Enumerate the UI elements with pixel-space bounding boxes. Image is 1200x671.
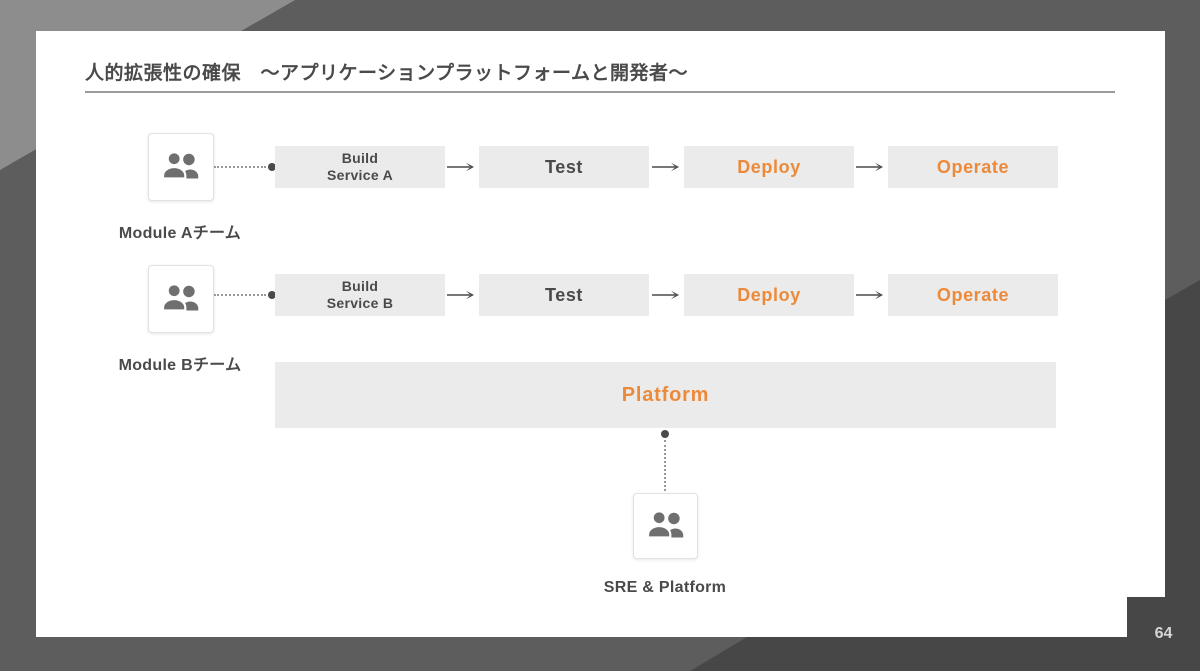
slide: 人的拡張性の確保 ～アプリケーションプラットフォームと開発者～ Build Se… [36, 31, 1165, 637]
stage-label: Service A [326, 167, 393, 183]
flow-arrow-icon [652, 290, 679, 300]
team-a-label: Module Aチーム [118, 225, 242, 242]
flow-arrow-icon [652, 162, 679, 172]
title-underline [85, 91, 1115, 93]
team-a-icon-box [148, 133, 214, 201]
stage-build-service-b: Build Service B [275, 274, 445, 316]
team-icon [646, 510, 683, 539]
dotted-connector-vertical [664, 440, 666, 491]
stage-deploy: Deploy [684, 274, 854, 316]
stage-build-service-a: Build Service A [275, 146, 445, 188]
team-b-icon-box [148, 265, 214, 333]
team-icon [161, 151, 199, 180]
stage-deploy: Deploy [684, 146, 854, 188]
stage-operate: Operate [888, 146, 1058, 188]
stage-test: Test [479, 274, 649, 316]
connector-dot [268, 291, 276, 299]
connector-dot [661, 430, 669, 438]
stage-label: Service B [326, 295, 394, 311]
page-number-box: 64 [1127, 597, 1200, 671]
page-number: 64 [1154, 625, 1173, 642]
stage-label: Build [341, 150, 379, 167]
team-b-label: Module Bチーム [118, 357, 242, 374]
stage-label: Build [341, 278, 379, 295]
flow-arrow-icon [447, 290, 474, 300]
connector-dot [268, 163, 276, 171]
sre-team-label: SRE & Platform [603, 579, 727, 596]
flow-arrow-icon [856, 162, 883, 172]
platform-bar: Platform [275, 362, 1056, 428]
dotted-connector [214, 294, 266, 296]
flow-arrow-icon [447, 162, 474, 172]
stage-operate: Operate [888, 274, 1058, 316]
flow-arrow-icon [856, 290, 883, 300]
team-icon [161, 283, 199, 312]
sre-team-icon-box [633, 493, 698, 559]
page-title: 人的拡張性の確保 ～アプリケーションプラットフォームと開発者～ [85, 63, 688, 84]
stage-test: Test [479, 146, 649, 188]
dotted-connector [214, 166, 266, 168]
